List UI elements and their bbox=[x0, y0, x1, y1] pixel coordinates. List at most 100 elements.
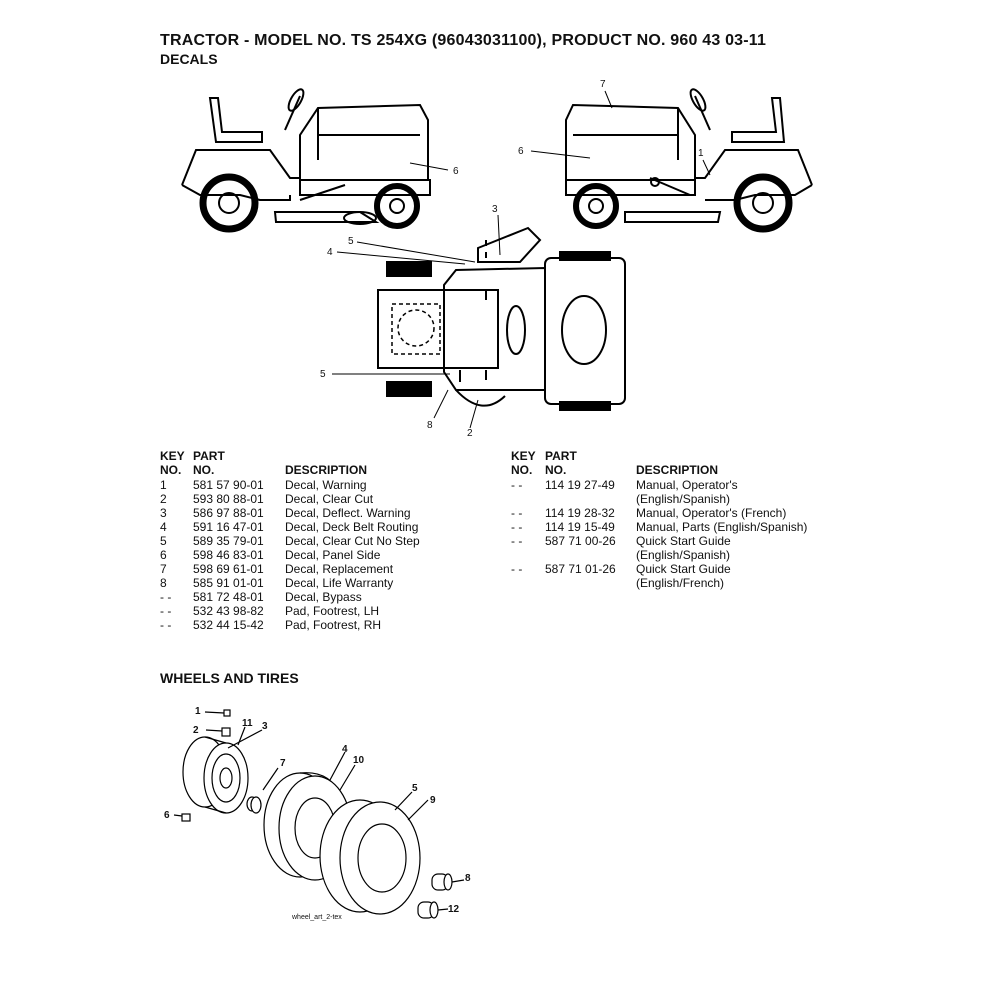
header-part-no: NO. bbox=[193, 463, 215, 477]
callout-1: 1 bbox=[698, 148, 704, 159]
part-number-cell: 598 69 61-01 bbox=[193, 562, 264, 576]
part-number-cell: 532 44 15-42 bbox=[193, 618, 264, 632]
part-number-cell: 586 97 88-01 bbox=[193, 506, 264, 520]
callout-5-bottom: 5 bbox=[320, 369, 326, 380]
part-number-cell: 585 91 01-01 bbox=[193, 576, 264, 590]
wheel-callout-11: 11 bbox=[242, 718, 253, 729]
part-number-cell: 114 19 27-49 bbox=[545, 478, 615, 492]
wheel-callout-6: 6 bbox=[164, 810, 170, 821]
wheel-callout-4: 4 bbox=[342, 744, 348, 755]
header-key-no: NO. bbox=[160, 463, 182, 477]
key-cell: 6 bbox=[160, 548, 167, 562]
description-cell: Decal, Warning bbox=[285, 478, 367, 492]
wheel-callout-12: 12 bbox=[448, 904, 460, 915]
key-cell: - - bbox=[160, 590, 172, 604]
description-cell: Manual, Operator's bbox=[636, 478, 738, 492]
description-cell: Decal, Deck Belt Routing bbox=[285, 520, 419, 534]
header-part: PART bbox=[193, 449, 225, 463]
part-number-cell: 589 35 79-01 bbox=[193, 534, 264, 548]
header-description: DESCRIPTION bbox=[636, 463, 719, 477]
part-number-cell: 114 19 28-32 bbox=[545, 506, 615, 520]
parts-table-right: KEY PART NO. NO. DESCRIPTION - -114 19 2… bbox=[511, 449, 841, 590]
description-cell: Decal, Deflect. Warning bbox=[285, 506, 411, 520]
key-cell: 8 bbox=[160, 576, 167, 590]
wheel-callout-1: 1 bbox=[195, 706, 201, 717]
description-cell: Decal, Replacement bbox=[285, 562, 394, 576]
description-cell: Manual, Parts (English/Spanish) bbox=[636, 520, 808, 534]
key-cell: - - bbox=[511, 562, 523, 576]
key-cell: - - bbox=[160, 618, 172, 632]
description-cell: Manual, Operator's (French) bbox=[636, 506, 787, 520]
description-cell: Decal, Clear Cut bbox=[285, 492, 374, 506]
table-row: - - 587 71 01-26 Quick Start Guide(English… bbox=[511, 562, 841, 590]
description-cell: Decal, Life Warranty bbox=[285, 576, 394, 590]
table-row: - - 587 71 00-26 Quick Start Guide(English… bbox=[511, 534, 841, 562]
wheel-callout-5: 5 bbox=[412, 783, 418, 794]
part-number-cell: 114 19 15-49 bbox=[545, 520, 615, 534]
header-description: DESCRIPTION bbox=[285, 463, 368, 477]
key-cell: 7 bbox=[160, 562, 167, 576]
parts-table-left: KEY PART NO. NO. DESCRIPTION 1 581 57 90-… bbox=[160, 449, 490, 632]
part-number-cell: 598 46 83-01 bbox=[193, 548, 264, 562]
description-cell: Quick Start Guide bbox=[636, 534, 731, 548]
key-cell: - - bbox=[511, 534, 523, 548]
wheel-callout-9: 9 bbox=[430, 795, 436, 806]
key-cell: - - bbox=[511, 520, 523, 534]
part-number-cell: 581 72 48-01 bbox=[193, 590, 264, 604]
table-row: - - 532 44 15-42 Pad, Footrest, RH bbox=[160, 618, 490, 632]
header-part: PART bbox=[545, 449, 577, 463]
table-header: KEY PART bbox=[511, 449, 841, 463]
callout-2: 2 bbox=[467, 428, 473, 439]
callout-7: 7 bbox=[600, 79, 606, 90]
page-title: TRACTOR - MODEL NO. TS 254XG (9604303110… bbox=[160, 32, 767, 49]
callout-6-left: 6 bbox=[453, 166, 459, 177]
table-row: - - 114 19 28-32 Manual, Operator's (Frenc… bbox=[511, 506, 841, 520]
wheel-callout-3: 3 bbox=[262, 721, 268, 732]
description-cell-line2: (English/Spanish) bbox=[636, 548, 731, 562]
tractor-side-view-left: 6 bbox=[181, 88, 459, 233]
table-row: - - 114 19 15-49 Manual, Parts (English/Sp… bbox=[511, 520, 841, 534]
section-title-decals: DECALS bbox=[160, 51, 218, 67]
wheel-callout-2: 2 bbox=[193, 725, 199, 736]
tractor-side-view-right: 7 6 1 bbox=[518, 79, 813, 233]
description-cell: Pad, Footrest, RH bbox=[285, 618, 382, 632]
section-title-wheels: WHEELS AND TIRES bbox=[160, 670, 299, 686]
callout-8: 8 bbox=[427, 420, 433, 431]
description-cell: Decal, Clear Cut No Step bbox=[285, 534, 420, 548]
key-cell: 5 bbox=[160, 534, 167, 548]
header-key: KEY bbox=[160, 449, 185, 463]
key-cell: - - bbox=[511, 506, 523, 520]
wheels-exploded-view bbox=[173, 709, 465, 919]
key-cell: 4 bbox=[160, 520, 167, 534]
table-row: 5 589 35 79-01 Decal, Clear Cut No Step bbox=[160, 534, 490, 548]
key-cell: 2 bbox=[160, 492, 167, 506]
key-cell: - - bbox=[160, 604, 172, 618]
header-key: KEY bbox=[511, 449, 536, 463]
key-cell: 3 bbox=[160, 506, 167, 520]
description-cell-line2: (English/French) bbox=[636, 576, 725, 590]
part-number-cell: 587 71 00-26 bbox=[545, 534, 616, 548]
header-part-no: NO. bbox=[545, 463, 567, 477]
table-row: 1 581 57 90-01 Decal, Warning bbox=[160, 478, 490, 492]
description-cell-line2: (English/Spanish) bbox=[636, 492, 731, 506]
key-cell: 1 bbox=[160, 478, 167, 492]
description-cell: Pad, Footrest, LH bbox=[285, 604, 380, 618]
decals-diagram: 6 7 6 1 bbox=[181, 79, 813, 439]
description-cell: Quick Start Guide bbox=[636, 562, 731, 576]
callout-4: 4 bbox=[327, 247, 333, 258]
key-cell: - - bbox=[511, 478, 523, 492]
part-number-cell: 587 71 01-26 bbox=[545, 562, 616, 576]
table-row: 8 585 91 01-01 Decal, Life Warranty bbox=[160, 576, 490, 590]
table-row: 4 591 16 47-01 Decal, Deck Belt Routing bbox=[160, 520, 490, 534]
callout-3: 3 bbox=[492, 204, 498, 215]
part-number-cell: 591 16 47-01 bbox=[193, 520, 264, 534]
callout-6-right: 6 bbox=[518, 146, 524, 157]
table-header: NO. NO. DESCRIPTION bbox=[160, 463, 490, 477]
table-row: 3 586 97 88-01 Decal, Deflect. Warning bbox=[160, 506, 490, 520]
table-row: 7 598 69 61-01 Decal, Replacement bbox=[160, 562, 490, 576]
table-row: - - 114 19 27-49 Manual, Operator's(Englis… bbox=[511, 478, 841, 506]
table-header: KEY PART bbox=[160, 449, 490, 463]
part-number-cell: 581 57 90-01 bbox=[193, 478, 264, 492]
